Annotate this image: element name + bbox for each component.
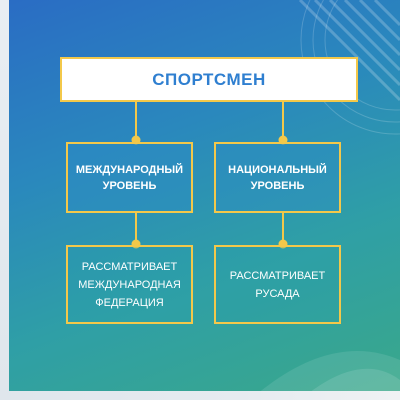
review-node-international: РАССМАТРИВАЕТ МЕЖДУНАРОДНАЯ ФЕДЕРАЦИЯ bbox=[66, 245, 193, 324]
level-node-international: МЕЖДУНАРОДНЫЙ УРОВЕНЬ bbox=[66, 142, 193, 213]
root-node-title: СПОРТСМЕН bbox=[152, 69, 266, 89]
review-node-label: РАССМАТРИВАЕТ МЕЖДУНАРОДНАЯ ФЕДЕРАЦИЯ bbox=[78, 260, 181, 309]
review-node-national: РАССМАТРИВАЕТ РУСАДА bbox=[214, 245, 341, 324]
level-node-national: НАЦИОНАЛЬНЫЙ УРОВЕНЬ bbox=[214, 142, 341, 213]
slide-bottom-margin bbox=[0, 391, 400, 400]
root-node: СПОРТСМЕН bbox=[60, 57, 358, 102]
level-node-label: МЕЖДУНАРОДНЫЙ УРОВЕНЬ bbox=[75, 163, 184, 192]
review-node-label: РАССМАТРИВАЕТ РУСАДА bbox=[229, 269, 326, 300]
level-node-label: НАЦИОНАЛЬНЫЙ УРОВЕНЬ bbox=[228, 163, 327, 192]
slide-left-margin bbox=[0, 0, 9, 400]
